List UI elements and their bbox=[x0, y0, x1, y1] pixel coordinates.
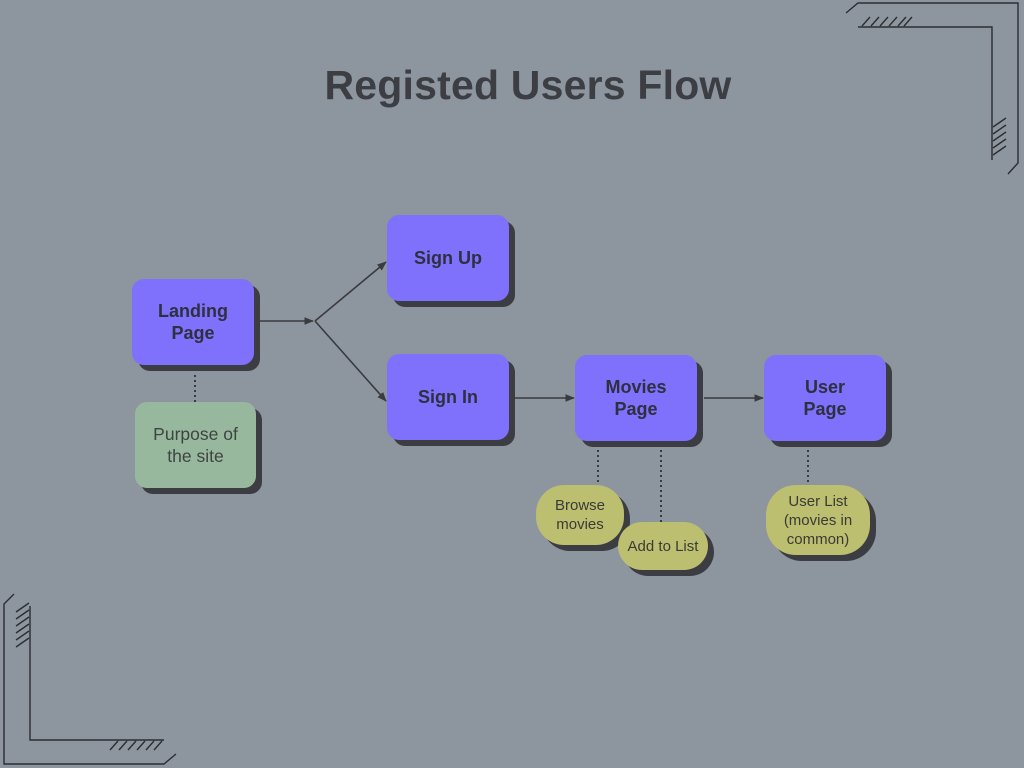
node-landing-page: Landing Page bbox=[132, 279, 254, 365]
node-user-list: User List (movies in common) bbox=[766, 485, 870, 555]
node-sign-in-label: Sign In bbox=[418, 387, 478, 407]
node-browse-movies-label: Browse movies bbox=[554, 497, 606, 533]
node-purpose-label: Purpose of the site bbox=[153, 424, 238, 466]
node-add-to-list: Add to List bbox=[618, 522, 708, 570]
node-movies-page: Movies Page bbox=[575, 355, 697, 441]
diagram-title: Registed Users Flow bbox=[324, 62, 732, 108]
node-movies-page-label: Movies Page bbox=[605, 377, 667, 419]
node-user-page-label: User Page bbox=[803, 377, 847, 419]
arrow-branch-to-sign-up bbox=[314, 261, 387, 322]
node-landing-page-label: Landing Page bbox=[158, 301, 228, 343]
node-sign-up-label: Sign Up bbox=[414, 248, 482, 268]
node-sign-up: Sign Up bbox=[387, 215, 509, 301]
node-user-list-label: User List (movies in common) bbox=[783, 492, 853, 548]
node-browse-movies: Browse movies bbox=[536, 485, 624, 545]
arrow-branch-to-sign-in bbox=[314, 320, 387, 402]
node-purpose-of-site: Purpose of the site bbox=[135, 402, 256, 488]
node-add-to-list-label: Add to List bbox=[627, 537, 699, 555]
node-sign-in: Sign In bbox=[387, 354, 509, 440]
node-user-page: User Page bbox=[764, 355, 886, 441]
